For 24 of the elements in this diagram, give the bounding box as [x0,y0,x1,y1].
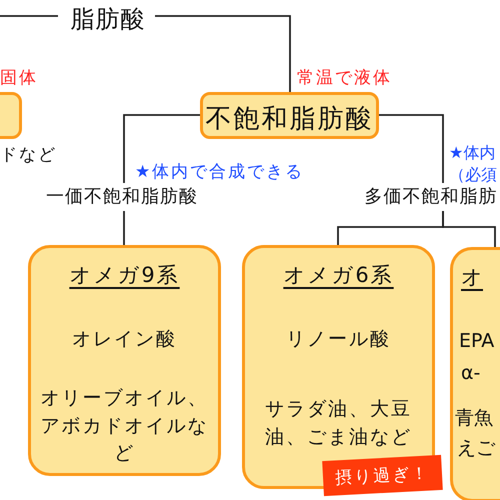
body-text: α- [461,361,480,386]
group-box [450,247,500,500]
body-text: リノール酸 [286,327,391,352]
category-text: 一価不飽和脂肪酸 [42,183,202,211]
connector-line [379,114,444,183]
body-text: 青魚 [455,406,493,431]
body-text: オリーブオイル、アボカドオイルなど [40,386,210,466]
body-text: えご [457,436,495,461]
connector-line [442,211,496,247]
title-text: 脂肪酸 [62,2,154,36]
group-box [28,245,221,476]
connector-line [123,211,125,245]
body-text: EPA [459,329,494,354]
heading-text: 不飽和脂肪酸 [206,103,374,136]
category-box [200,92,379,139]
body-text: オレイン酸 [72,327,177,352]
heading-text: オ [461,264,483,291]
heading-text: オメガ6系 [283,262,394,289]
category-text: 多価不飽和脂肪 [362,183,500,211]
heading-text: オメガ9系 [69,262,180,289]
warning-tag: 摂り過ぎ！ [322,454,443,496]
connector-line [155,15,291,92]
connector-line [123,114,200,183]
body-text: サラダ油、大豆油、ごま油など [264,397,413,450]
